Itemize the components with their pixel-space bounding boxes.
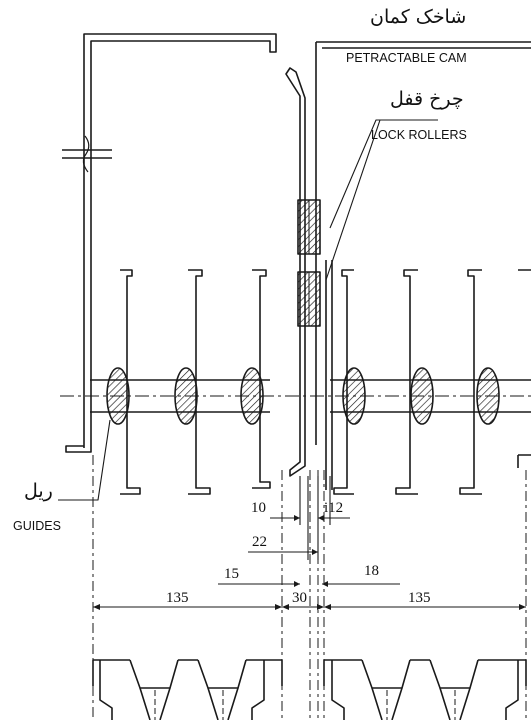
sill-profile-right bbox=[323, 659, 527, 720]
rollers-label-en: LOCK ROLLERS bbox=[371, 128, 467, 142]
dim-30: 30 bbox=[292, 590, 307, 606]
dim-135-right: 135 bbox=[408, 590, 431, 606]
dim-135-left: 135 bbox=[166, 590, 189, 606]
retractable-cam bbox=[285, 67, 306, 477]
guide-rollers bbox=[106, 367, 500, 425]
guides-label-en: GUIDES bbox=[13, 519, 61, 533]
break-marks bbox=[62, 135, 112, 173]
right-door-edge bbox=[325, 260, 333, 490]
rollers-label-fa: چرخ قفل bbox=[390, 88, 464, 110]
guides-label-fa: ریل bbox=[24, 480, 53, 502]
cam-label-fa: شاخک کمان bbox=[370, 6, 467, 28]
dimension-arrows bbox=[93, 515, 526, 610]
door-panel-left bbox=[65, 33, 277, 453]
sill-center-lines bbox=[154, 690, 456, 720]
dim-22: 22 bbox=[252, 534, 267, 550]
dim-18: 18 bbox=[364, 563, 379, 579]
guide-track bbox=[60, 379, 531, 413]
sill-profile-left bbox=[92, 659, 283, 720]
cam-label-en: PETRACTABLE CAM bbox=[346, 51, 467, 65]
dim-12: i12 bbox=[324, 500, 344, 516]
dim-10: 10 bbox=[251, 500, 266, 516]
center-lines bbox=[92, 455, 527, 720]
right-door-stub bbox=[517, 269, 531, 468]
dim-15: 15 bbox=[224, 566, 239, 582]
leader-lines bbox=[58, 119, 438, 501]
